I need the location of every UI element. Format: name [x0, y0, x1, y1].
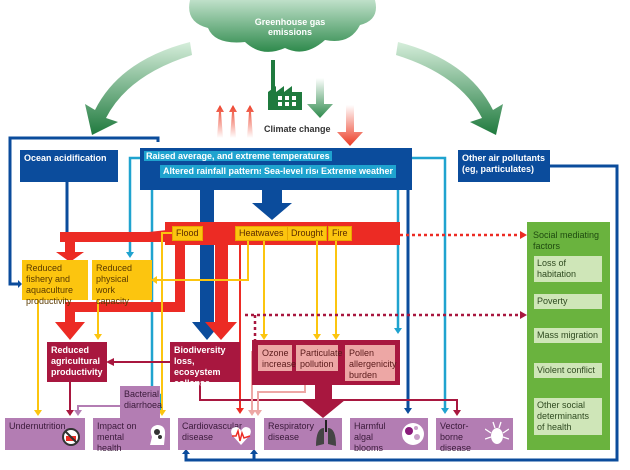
green-curve-right: [396, 42, 503, 135]
green-down-arrow: [307, 78, 333, 118]
event-fire: Fire: [328, 226, 352, 241]
outcome-label: Vector-borne disease: [440, 421, 472, 453]
outcome-label: Impact on mental health: [97, 421, 137, 453]
outcome-vector-borne: Vector-borne disease: [436, 418, 513, 453]
sea-level-label: Sea-level rise: [261, 165, 325, 178]
fishery-box: Reduced fishery and aquaculture producti…: [22, 260, 88, 306]
work-capacity-box: Reduced physical work capacity: [92, 260, 152, 306]
climate-change-label: Climate change: [264, 124, 331, 134]
pollen-box: Pollen allergenicity burden: [345, 345, 397, 381]
pollutants-to-respiratory-arrow: [301, 385, 345, 418]
extreme-weather-label: Extreme weather: [318, 165, 397, 178]
head-gears-icon: [150, 425, 166, 445]
ozone-box: Ozone increase: [258, 345, 296, 371]
outcome-respiratory: Respiratory disease: [264, 418, 342, 450]
outcome-label: Undernutrition: [9, 421, 66, 431]
algae-icon: [402, 423, 424, 445]
green-curve-left: [85, 42, 192, 135]
biodiversity-box: Biodiversity loss, ecosystem collapse, p…: [170, 342, 240, 399]
tick-icon: [485, 421, 509, 444]
social-item: Loss of habitation: [534, 256, 602, 282]
social-item: Other social determinants of health: [534, 398, 602, 435]
outcome-label: Harmful algal blooms: [354, 421, 386, 453]
emissions-label: Greenhouse gas emissions: [254, 17, 326, 37]
event-flood: Flood: [172, 226, 203, 241]
social-factors-title: Social mediating factors: [533, 230, 600, 251]
rainfall-label: Altered rainfall patterns: [160, 165, 268, 178]
emissions-cloud: [189, 0, 376, 52]
event-heatwaves: Heatwaves: [235, 226, 288, 241]
outcome-algal-blooms: Harmful algal blooms: [350, 418, 428, 453]
no-food-icon: [62, 428, 80, 446]
red-down-arrow: [337, 105, 363, 146]
particulate-box: Particulate pollution: [296, 345, 343, 371]
factory-icon: [268, 60, 302, 110]
event-drought: Drought: [287, 226, 328, 241]
social-item: Mass migration: [534, 328, 602, 343]
outcome-label: Respiratory disease: [268, 421, 315, 442]
ocean-acidification-box: Ocean acidification: [20, 150, 118, 182]
temperatures-label: Raised average, and extreme temperatures: [144, 151, 332, 161]
outcome-label: Cardiovascular disease: [182, 421, 243, 442]
lungs-icon: [316, 420, 336, 446]
red-up-arrows: [216, 105, 254, 138]
air-pollutants-box: Other air pollutants (eg, particulates): [458, 150, 550, 182]
social-item: Violent conflict: [534, 363, 602, 378]
agricultural-productivity-box: Reduced agricultural productivity: [47, 342, 107, 382]
social-item: Poverty: [534, 294, 602, 309]
diarrhoea-box: Bacterial diarrhoea: [120, 386, 162, 418]
social-factors-panel: Social mediating factors Loss of habitat…: [527, 222, 610, 450]
outcome-mental-health: Impact on mental health: [93, 418, 170, 453]
outcome-undernutrition: Undernutrition: [5, 418, 85, 450]
outcome-cardiovascular: Cardiovascular disease: [178, 418, 255, 450]
heart-icon: [231, 427, 251, 445]
